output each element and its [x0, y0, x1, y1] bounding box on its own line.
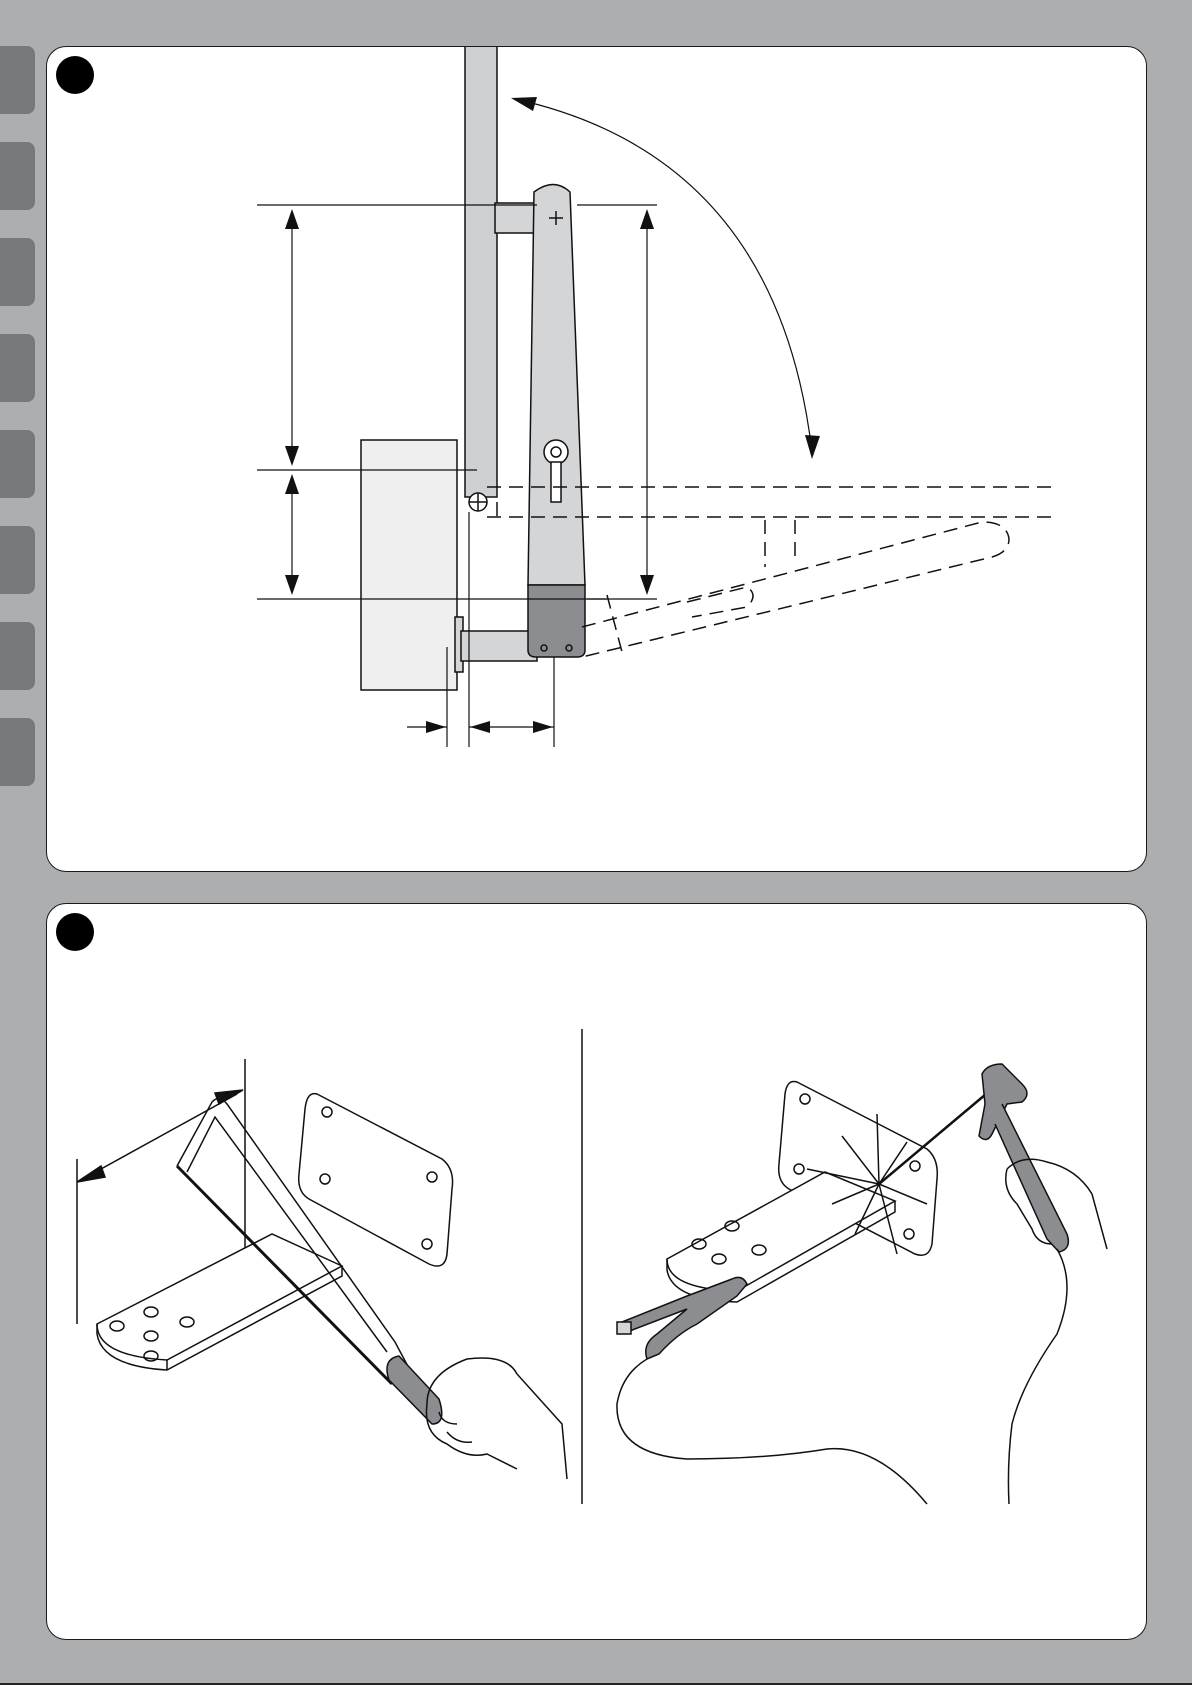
side-tab-2[interactable] — [0, 142, 35, 210]
side-tab-8[interactable] — [0, 718, 35, 786]
gate-opener-arm-dimension-diagram-icon — [47, 47, 1146, 871]
bracket-cut-and-weld-illustrations — [47, 904, 1146, 1639]
side-tab-5[interactable] — [0, 430, 35, 498]
figure-panel-2 — [46, 903, 1147, 1640]
side-tab-6[interactable] — [0, 526, 35, 594]
side-tab-1[interactable] — [0, 46, 35, 114]
welding-bracket-icon — [617, 1064, 1107, 1504]
figure-panel-1 — [46, 46, 1147, 872]
side-tab-7[interactable] — [0, 622, 35, 690]
side-tab-3[interactable] — [0, 238, 35, 306]
hacksaw-cutting-bracket-icon — [77, 1059, 567, 1479]
side-tab-4[interactable] — [0, 334, 35, 402]
